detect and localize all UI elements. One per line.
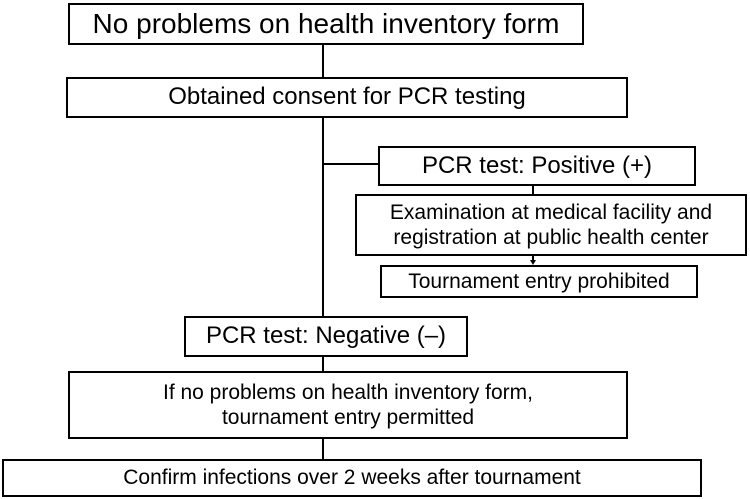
prohibited-box: Tournament entry prohibited: [380, 265, 698, 298]
permitted-text-line2: tournament entry permitted: [221, 406, 475, 429]
negative-text: PCR test: Negative (–): [205, 322, 447, 350]
connector-exam-prohibited: [532, 254, 534, 260]
start-text: No problems on health inventory form: [92, 8, 560, 40]
permitted-text-line1: If no problems on health inventory form,: [162, 380, 534, 404]
consent-box: Obtained consent for PCR testing: [66, 77, 628, 118]
examination-text-line2: registration at public health center: [393, 226, 709, 249]
examination-box: Examination at medical facility and regi…: [355, 194, 747, 256]
confirm-text: Confirm infections over 2 weeks after to…: [123, 466, 581, 490]
connector-branch-positive: [322, 163, 380, 165]
connector-start-consent: [322, 43, 324, 79]
arrowhead-exam-prohibited: [530, 260, 536, 265]
connector-main-trunk: [322, 116, 324, 318]
positive-text: PCR test: Positive (+): [421, 151, 653, 179]
permitted-box: If no problems on health inventory form,…: [68, 371, 628, 439]
connector-negative-permitted: [322, 355, 324, 373]
examination-text-line1: Examination at medical facility and: [389, 200, 713, 224]
connector-positive-exam: [532, 184, 534, 196]
positive-box: PCR test: Positive (+): [378, 146, 696, 186]
negative-box: PCR test: Negative (–): [184, 316, 468, 357]
start-box: No problems on health inventory form: [68, 3, 584, 45]
prohibited-text: Tournament entry prohibited: [408, 269, 670, 293]
connector-permitted-confirm: [322, 437, 324, 461]
consent-text: Obtained consent for PCR testing: [168, 83, 526, 111]
confirm-box: Confirm infections over 2 weeks after to…: [2, 459, 702, 497]
